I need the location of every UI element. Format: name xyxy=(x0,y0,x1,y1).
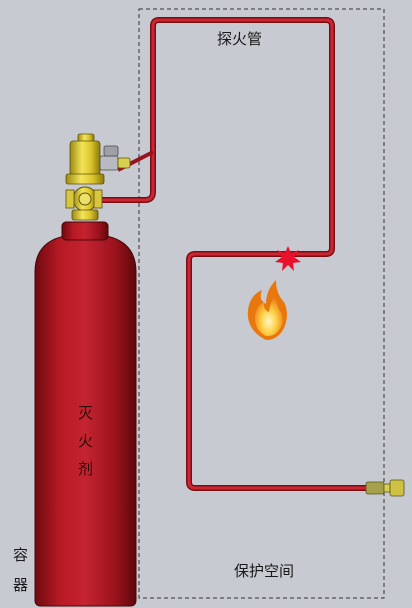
agent-cylinder xyxy=(34,221,137,607)
agent-label-char-2: 火 xyxy=(78,432,93,450)
protected-space-label: 保护空间 xyxy=(234,562,294,580)
agent-label-char-1: 灭 xyxy=(78,404,93,422)
detector-tube-highlight xyxy=(97,18,368,490)
container-label-char-2: 器 xyxy=(13,576,28,594)
agent-label-char-3: 剂 xyxy=(78,460,93,478)
valve-assembly xyxy=(65,133,131,221)
protected-space-boundary xyxy=(138,8,385,599)
flame-icon xyxy=(247,280,287,340)
detector-tube-label: 探火管 xyxy=(217,30,262,48)
tube-burst-icon xyxy=(275,246,301,271)
tube-end-fitting xyxy=(365,479,405,497)
container-label-char-1: 容 xyxy=(13,546,28,564)
